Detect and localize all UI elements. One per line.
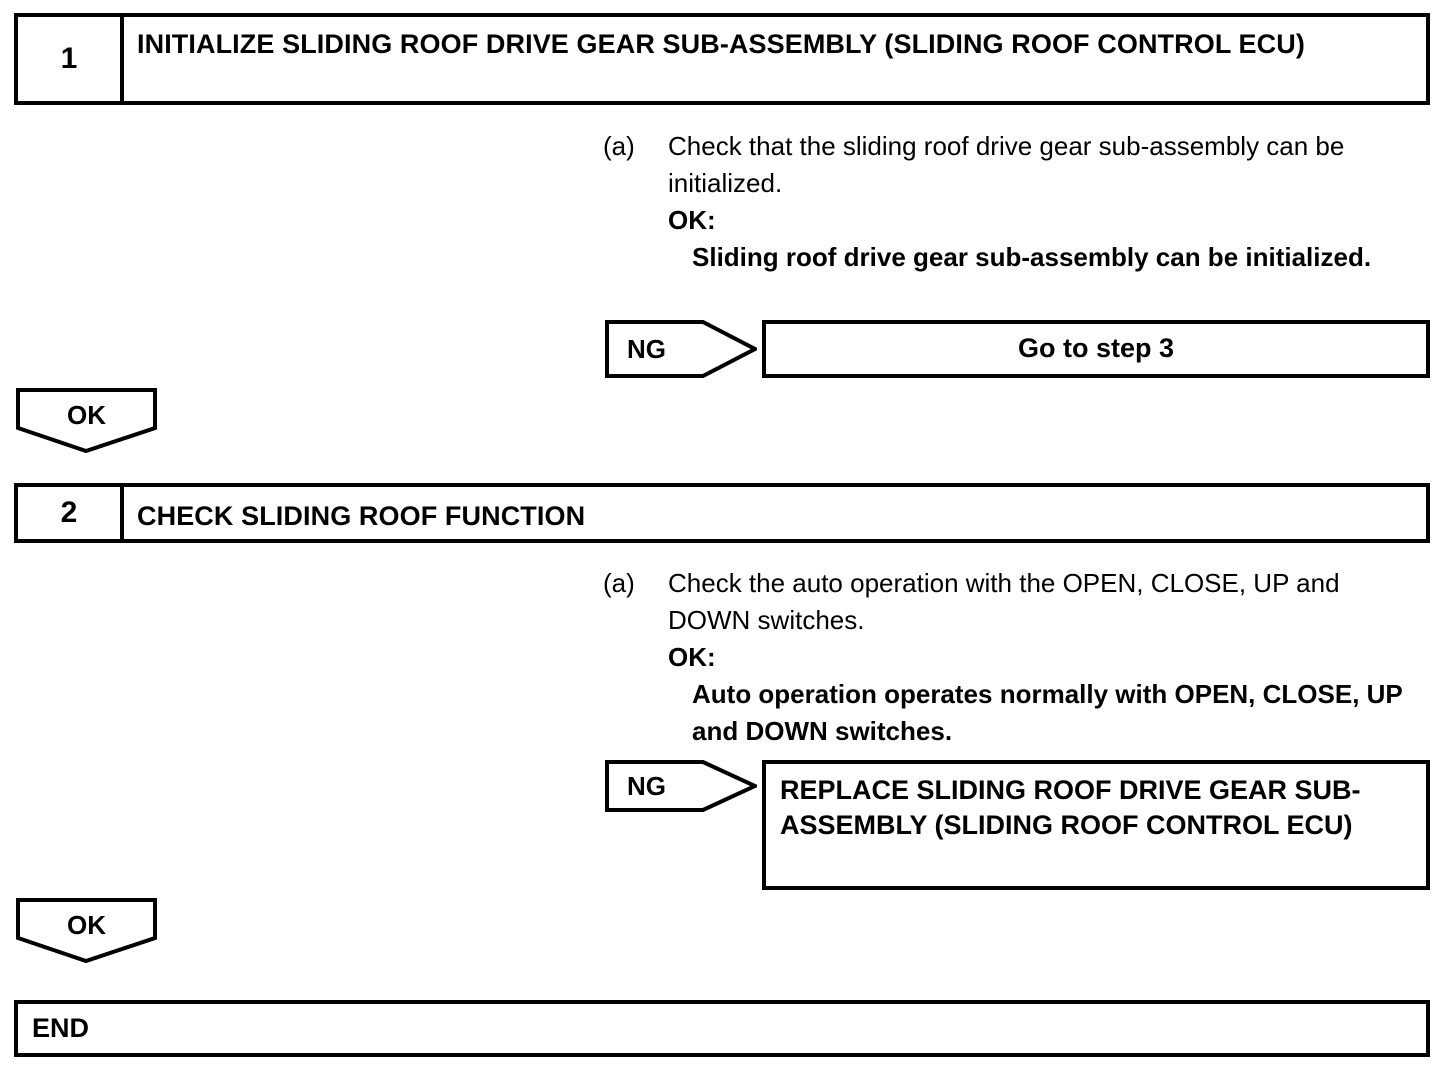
ng-arrow-shape <box>605 320 757 378</box>
ok-down-arrow-shape <box>16 388 157 454</box>
step-2-ok-value: Auto operation operates normally with OP… <box>692 678 1403 746</box>
step-2-ok-label: OK: <box>668 641 716 672</box>
step-2-number: 2 <box>18 487 124 539</box>
step-1-ok-value: Sliding roof drive gear sub-assembly can… <box>692 241 1372 272</box>
step-1-ng-label: NG <box>627 334 666 364</box>
step-1-instruction: (a) Check that the sliding roof drive ge… <box>603 128 1428 276</box>
step-2-ng-result-box[interactable]: REPLACE SLIDING ROOF DRIVE GEAR SUB-ASSE… <box>762 760 1430 890</box>
step-2-header: 2 CHECK SLIDING ROOF FUNCTION <box>14 483 1430 543</box>
step-1-ok-label: OK: <box>668 204 716 235</box>
step-1-instruction-marker: (a) <box>603 131 635 161</box>
step-1-ok-arrow-label: OK <box>67 400 106 430</box>
step-2-title: CHECK SLIDING ROOF FUNCTION <box>137 501 586 531</box>
step-1-number: 1 <box>18 17 124 101</box>
step-2-ng-arrow: NG <box>605 760 757 812</box>
ok-down-arrow-shape <box>16 898 157 964</box>
end-label: END <box>32 1013 90 1043</box>
step-2-ng-label: NG <box>627 771 666 801</box>
step-2-instruction: (a) Check the auto operation with the OP… <box>603 565 1428 750</box>
step-1-ng-arrow: NG <box>605 320 757 378</box>
step-1-title: INITIALIZE SLIDING ROOF DRIVE GEAR SUB-A… <box>137 29 1305 59</box>
step-1-ng-result-box[interactable]: Go to step 3 <box>762 320 1430 378</box>
ng-arrow-shape <box>605 760 757 812</box>
step-2-instruction-marker: (a) <box>603 568 635 598</box>
step-1-instruction-text: Check that the sliding roof drive gear s… <box>668 131 1345 198</box>
step-2-ok-arrow-label: OK <box>67 910 106 940</box>
step-2-ng-result-label: REPLACE SLIDING ROOF DRIVE GEAR SUB-ASSE… <box>780 775 1361 841</box>
step-2-ok-arrow: OK <box>16 898 157 964</box>
step-2-instruction-body: Check the auto operation with the OPEN, … <box>668 565 1428 750</box>
step-2-instruction-text: Check the auto operation with the OPEN, … <box>668 568 1340 635</box>
step-1-ok-arrow: OK <box>16 388 157 454</box>
step-1-instruction-body: Check that the sliding roof drive gear s… <box>668 128 1428 276</box>
step-1-ng-result-label: Go to step 3 <box>1017 333 1174 364</box>
end-box: END <box>14 1000 1430 1057</box>
step-1-header: 1 INITIALIZE SLIDING ROOF DRIVE GEAR SUB… <box>14 13 1430 105</box>
